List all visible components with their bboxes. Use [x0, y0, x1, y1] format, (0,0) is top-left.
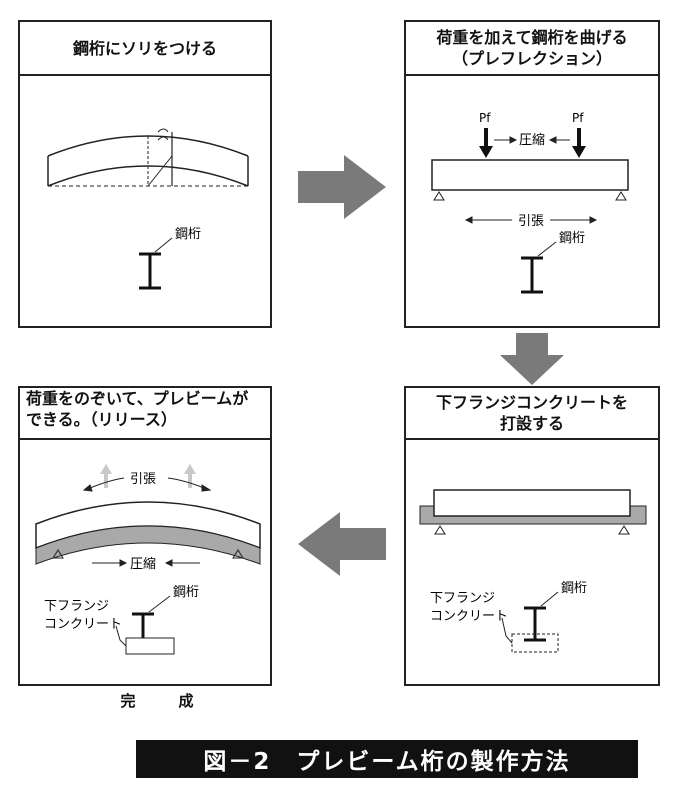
concrete-leader-line: [501, 617, 513, 644]
step1-title: 鋼桁にソリをつける: [72, 38, 217, 58]
steel-label: 鋼桁: [175, 227, 201, 242]
concrete-label-line2: コンクリート: [44, 617, 122, 632]
step2-title-line1: 荷重を加えて鋼桁を曲げる: [436, 28, 628, 47]
figure-caption: 図－2 プレビーム桁の製作方法: [136, 740, 638, 778]
load-label-right: Pf: [572, 111, 584, 125]
uplift-arrow-right-icon: [184, 464, 196, 488]
steel-label: 鋼桁: [173, 585, 199, 600]
step3-title-line1: 下フランジコンクリートを: [435, 393, 628, 412]
step3-title-line2: 打設する: [499, 414, 564, 433]
support-left-icon: [433, 191, 445, 201]
tension-arrows-icon: [82, 477, 212, 492]
uplift-arrow-left-icon: [100, 464, 112, 488]
steel-label: 鋼桁: [559, 231, 585, 246]
concrete-label-line1: 下フランジ: [44, 599, 109, 614]
step4-diagram: 引張 圧縮 鋼桁 下フランジ コンクリート: [35, 464, 261, 655]
load-arrow-left-icon: [479, 128, 493, 158]
step2-title-line2: （プレフレクション）: [451, 49, 612, 68]
support-left-icon: [52, 549, 64, 559]
compression-label: 圧縮: [519, 132, 545, 148]
steel-leader-line: [537, 241, 557, 257]
step4-title-line1: 荷重をのぞいて、プレビームが: [26, 389, 249, 408]
compression-arrows-icon: [92, 559, 200, 567]
step2-header: 荷重を加えて鋼桁を曲げる （プレフレクション）: [406, 22, 658, 76]
step4-header: 荷重をのぞいて、プレビームが できる。（リリース）: [20, 388, 270, 440]
support-left-icon: [434, 525, 446, 535]
step2-panel: 荷重を加えて鋼桁を曲げる （プレフレクション） Pf Pf 圧縮 引張: [404, 20, 660, 328]
steel-leader-line: [154, 237, 173, 253]
tension-arrows-icon: [464, 216, 598, 224]
step3-diagram: 鋼桁 下フランジ コンクリート: [419, 489, 647, 653]
tension-label: 引張: [130, 472, 156, 487]
load-arrow-right-icon: [572, 128, 586, 158]
concrete-label-line2: コンクリート: [430, 609, 508, 624]
arrow-right-icon: [298, 155, 386, 219]
compression-label: 圧縮: [130, 556, 156, 572]
camber-diagonal: [147, 155, 173, 187]
step4-title-line2: できる。（リリース）: [26, 410, 177, 429]
load-label-left: Pf: [479, 111, 491, 125]
concrete-leader-line: [115, 625, 127, 647]
steel-girder-icon: [521, 256, 543, 294]
concrete-outline-dashed: [511, 633, 559, 653]
camber-mark-icon: [157, 128, 169, 141]
concrete-flange: [35, 525, 261, 565]
tension-label: 引張: [518, 214, 544, 229]
steel-girder-icon: [524, 606, 546, 642]
steel-leader-line: [148, 595, 171, 613]
step1-diagram: 鋼桁: [47, 128, 249, 290]
arrow-left-icon: [298, 512, 386, 576]
step1-header: 鋼桁にソリをつける: [20, 22, 270, 76]
straight-girder: [431, 159, 629, 191]
steel-label: 鋼桁: [561, 581, 587, 596]
concrete-block: [125, 637, 175, 655]
support-right-icon: [615, 191, 627, 201]
step3-header: 下フランジコンクリートを 打設する: [406, 388, 658, 440]
concrete-label-line1: 下フランジ: [430, 591, 495, 606]
support-right-icon: [232, 549, 244, 559]
steel-leader-line: [540, 591, 559, 607]
arrow-down-icon: [500, 333, 564, 385]
support-right-icon: [618, 525, 630, 535]
step1-panel: 鋼桁にソリをつける 鋼桁: [18, 20, 272, 328]
straight-girder: [433, 489, 631, 517]
step3-panel: 下フランジコンクリートを 打設する 鋼桁 下フランジ コンクリート: [404, 386, 660, 686]
completion-label: 完 成: [120, 692, 208, 710]
steel-girder-icon: [139, 252, 161, 290]
step2-diagram: Pf Pf 圧縮 引張: [431, 111, 629, 294]
step4-panel: 荷重をのぞいて、プレビームが できる。（リリース） 引張 圧縮: [18, 386, 272, 686]
compression-arrows-icon: [494, 136, 570, 144]
